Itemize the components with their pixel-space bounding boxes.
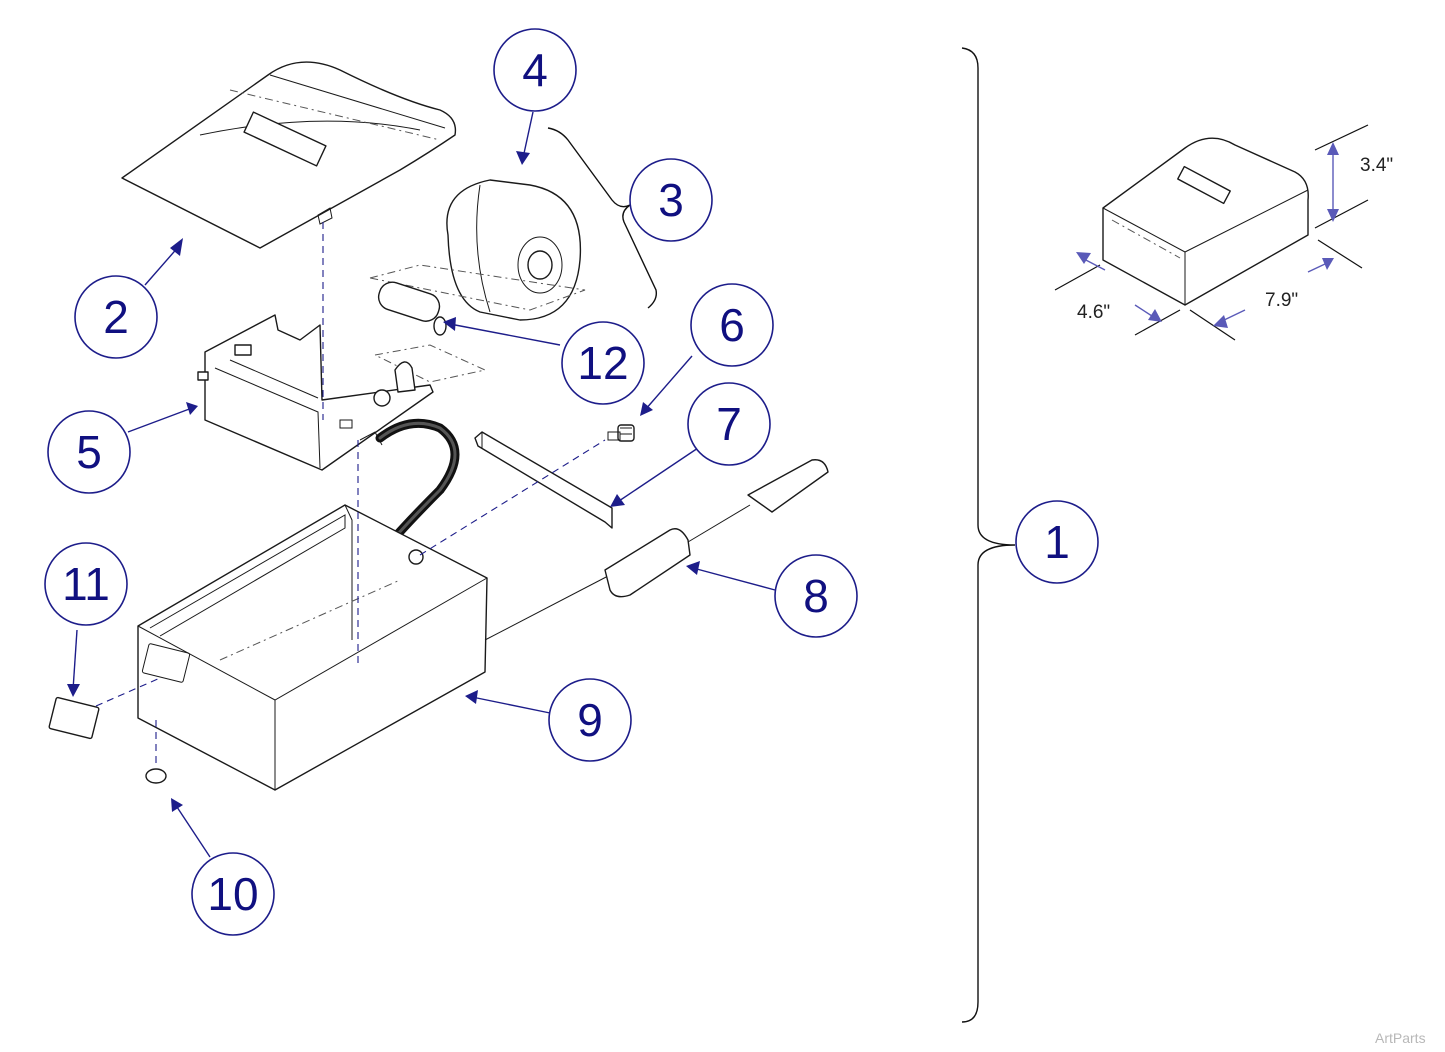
- callout-1: 1: [1015, 500, 1099, 584]
- label-plate-part: [48, 696, 100, 740]
- svg-text:5: 5: [76, 426, 102, 478]
- svg-text:2: 2: [103, 291, 129, 343]
- svg-text:4: 4: [522, 44, 548, 96]
- callout-8: 8: [774, 554, 858, 638]
- leader-lines: [67, 111, 776, 858]
- callout-9: 9: [548, 678, 632, 762]
- callout-6: 6: [690, 283, 774, 367]
- base-tray-part: [137, 504, 488, 791]
- height-dimension: 3.4": [1360, 155, 1393, 176]
- mechanism-frame-part: [197, 314, 434, 471]
- watermark-text: ArtParts: [1375, 1030, 1426, 1046]
- svg-text:6: 6: [719, 299, 745, 351]
- callout-7: 7: [687, 382, 771, 466]
- spindle-part: [369, 264, 586, 383]
- rubber-foot-part: [145, 768, 167, 784]
- depth-dimension: 4.6": [1077, 302, 1110, 323]
- svg-text:8: 8: [803, 570, 829, 622]
- svg-text:10: 10: [207, 868, 258, 920]
- assembled-printer-view: [1102, 137, 1309, 306]
- callout-10: 10: [191, 852, 275, 936]
- svg-text:3: 3: [658, 174, 684, 226]
- tear-bar-part: [474, 431, 613, 529]
- callout-2: 2: [74, 275, 158, 359]
- callout-12: 12: [561, 321, 645, 405]
- svg-text:11: 11: [62, 558, 110, 610]
- svg-text:7: 7: [716, 398, 742, 450]
- thumb-screw-part: [607, 424, 635, 442]
- callout-3: 3: [629, 158, 713, 242]
- callout-11: 11: [44, 542, 128, 626]
- width-dimension: 7.9": [1265, 290, 1298, 311]
- paper-roll-part: [446, 179, 582, 321]
- dimension-lines: [1054, 124, 1369, 341]
- svg-text:12: 12: [577, 337, 628, 389]
- callout-4: 4: [493, 28, 577, 112]
- power-cable-part: [484, 459, 829, 641]
- assembly-guide-line: [419, 439, 606, 556]
- svg-text:1: 1: [1044, 516, 1070, 568]
- callout-5: 5: [47, 410, 131, 494]
- assembly-brace: [961, 47, 1016, 1023]
- printer-cover-part: [121, 61, 457, 249]
- svg-text:9: 9: [577, 694, 603, 746]
